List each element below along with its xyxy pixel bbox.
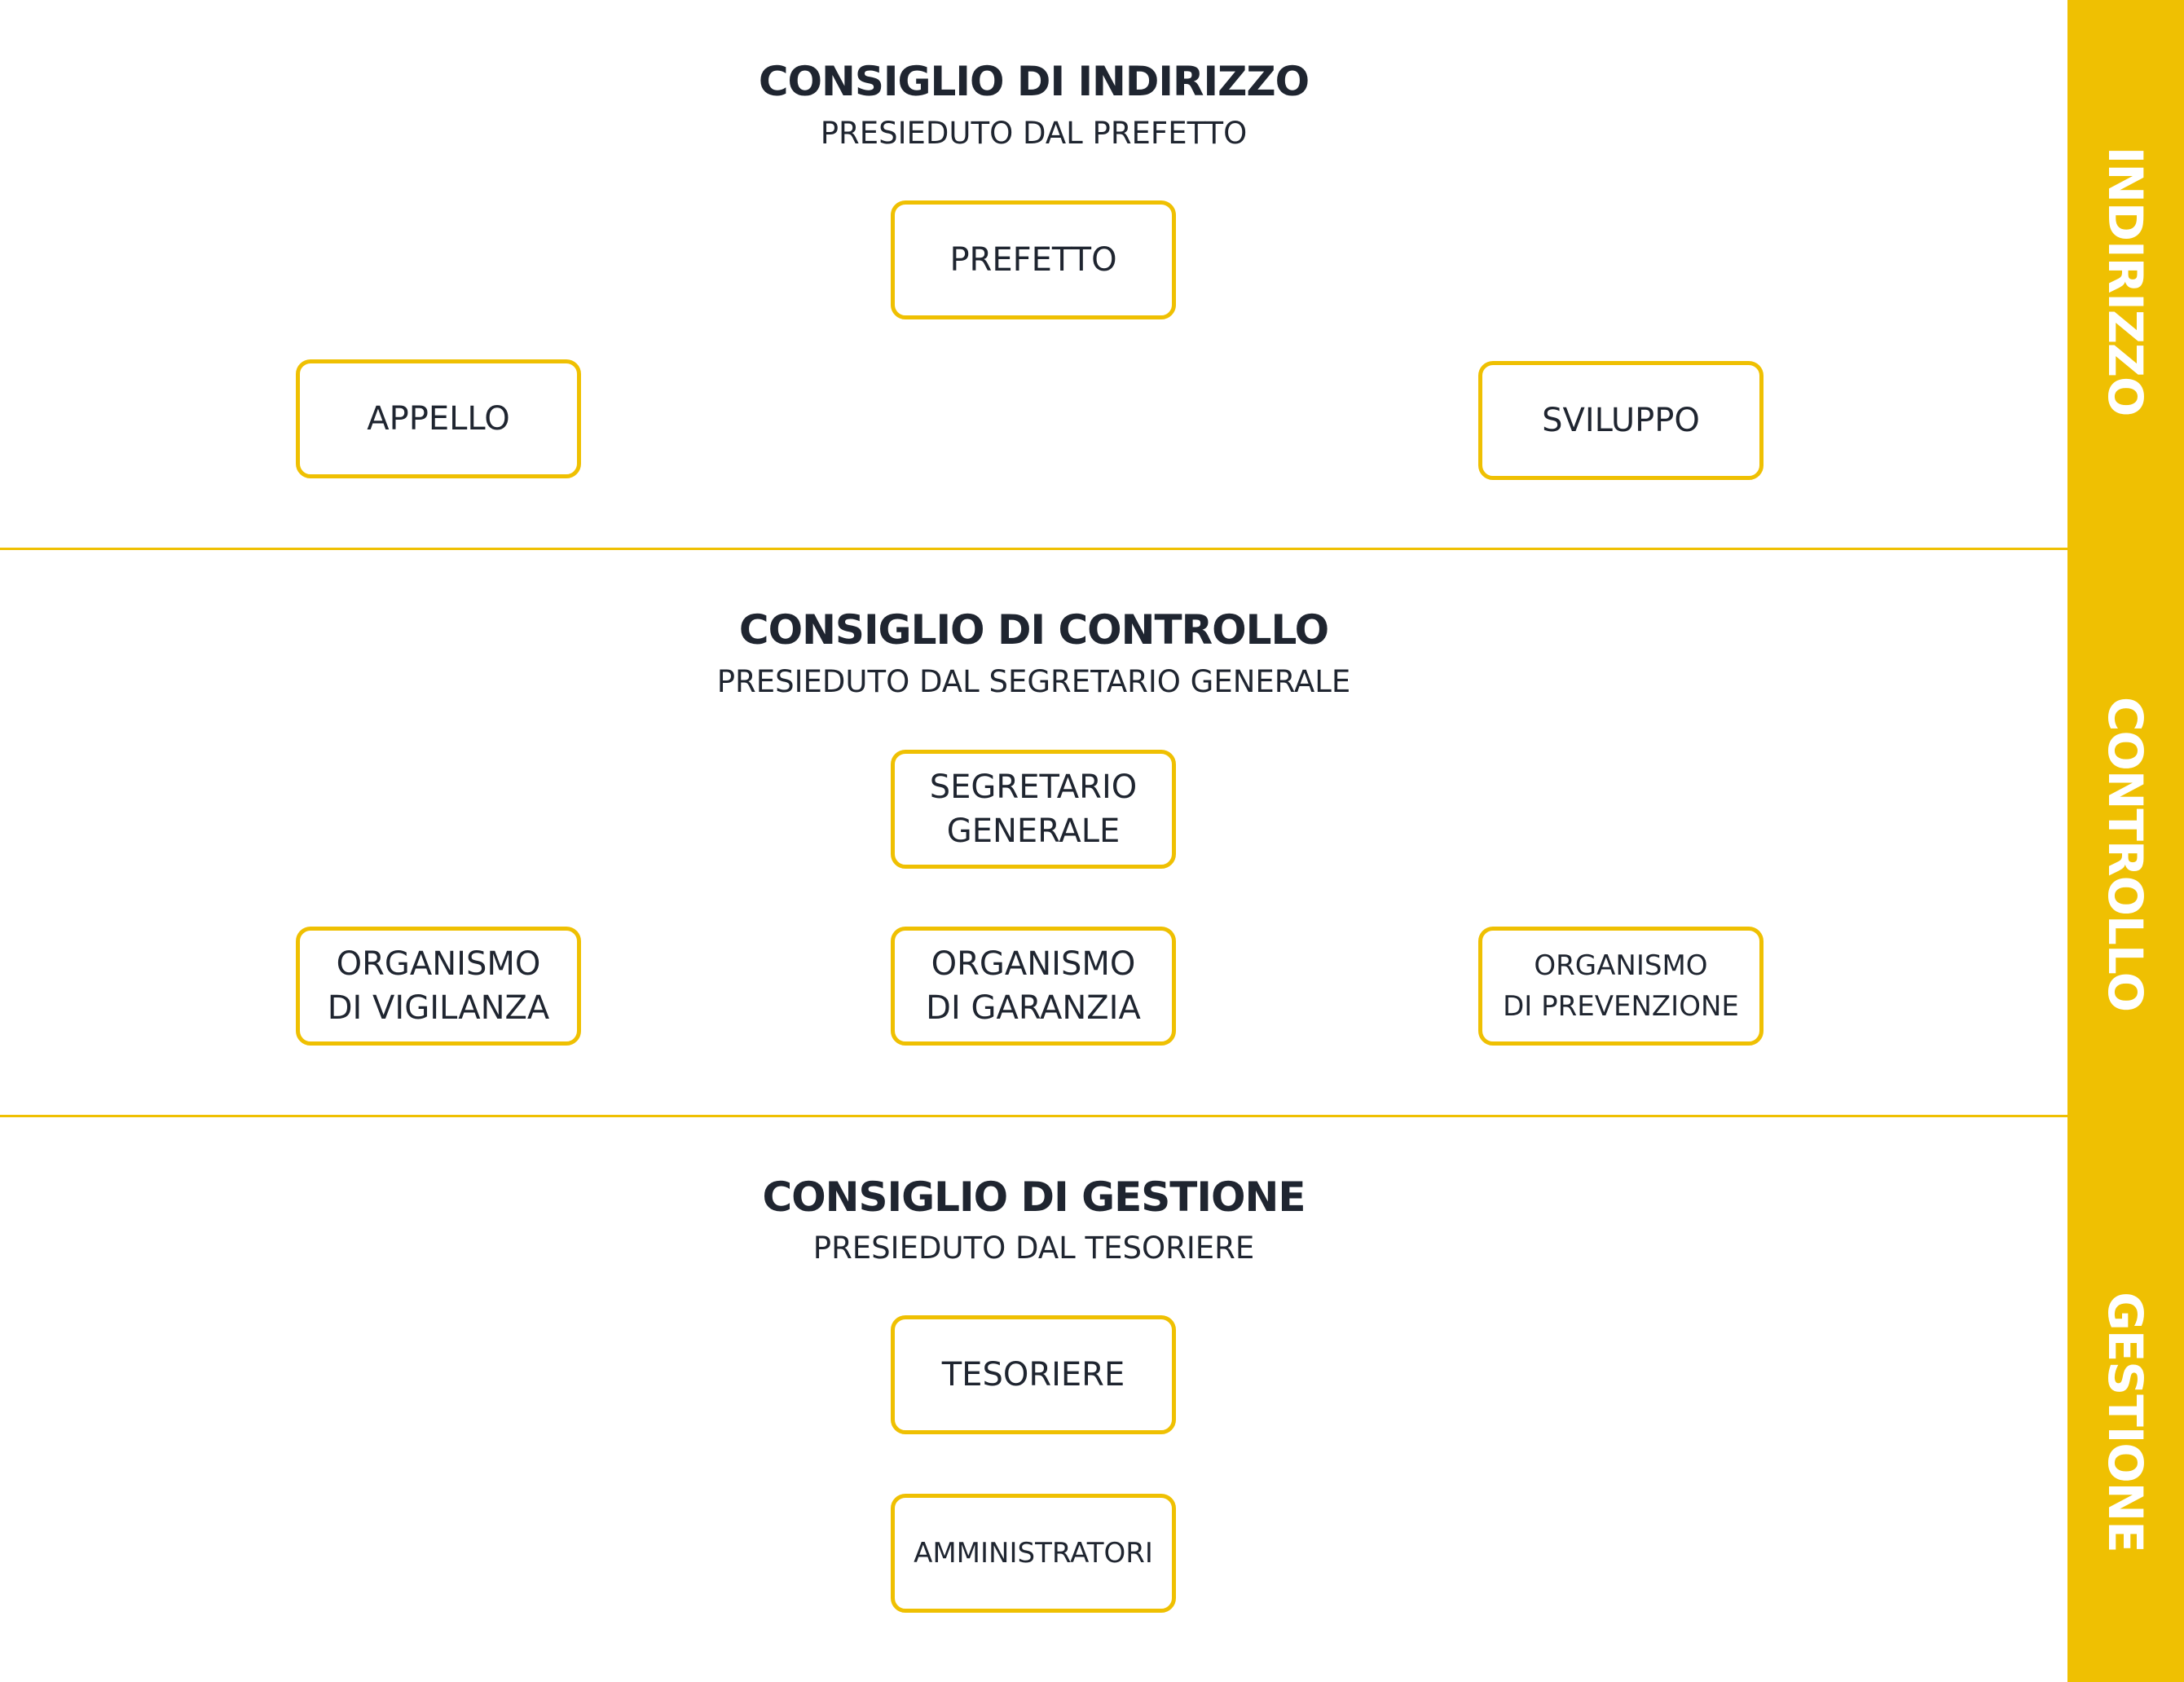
node-prefetto: PREFETTO xyxy=(891,200,1176,319)
sidebar-label-indirizzo: INDIRIZZO xyxy=(2098,146,2153,416)
sidebar-label-gestione: GESTIONE xyxy=(2098,1292,2153,1552)
node-organismo-di-prevenzione: ORGANISMO DI PREVENZIONE xyxy=(1478,927,1763,1046)
section-subtitle-controllo: PRESIEDUTO DAL SEGRETARIO GENERALE xyxy=(716,664,1351,699)
section-divider xyxy=(0,1115,2067,1117)
section-title-gestione: CONSIGLIO DI GESTIONE xyxy=(762,1173,1306,1221)
sidebar-band xyxy=(2067,0,2184,1682)
section-divider xyxy=(0,548,2067,550)
section-title-controllo: CONSIGLIO DI CONTROLLO xyxy=(738,606,1329,654)
section-subtitle-indirizzo: PRESIEDUTO DAL PREFETTO xyxy=(820,116,1248,151)
node-segretario-generale: SEGRETARIO GENERALE xyxy=(891,750,1176,869)
node-organismo-di-vigilanza: ORGANISMO DI VIGILANZA xyxy=(296,927,581,1046)
node-appello: APPELLO xyxy=(296,359,581,478)
sidebar-label-controllo: CONTROLLO xyxy=(2098,696,2153,1012)
node-amministratori: AMMINISTRATORI xyxy=(891,1494,1176,1613)
section-subtitle-gestione: PRESIEDUTO DAL TESORIERE xyxy=(812,1231,1255,1266)
section-title-indirizzo: CONSIGLIO DI INDIRIZZO xyxy=(758,58,1310,105)
node-sviluppo: SVILUPPO xyxy=(1478,361,1763,480)
node-organismo-di-garanzia: ORGANISMO DI GARANZIA xyxy=(891,927,1176,1046)
node-tesoriere: TESORIERE xyxy=(891,1315,1176,1434)
